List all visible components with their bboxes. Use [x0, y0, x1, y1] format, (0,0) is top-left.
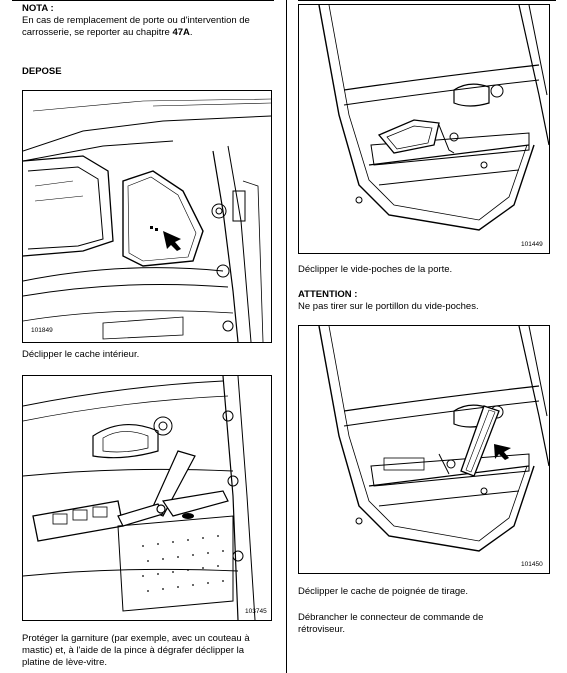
caption-2-line-3: platine de lève-vitre.	[22, 657, 108, 668]
caption-5-line-1: Débrancher le connecteur de commande de	[298, 612, 484, 623]
column-separator	[286, 0, 287, 673]
figure-platine-drawing	[23, 376, 256, 620]
nota-title: NOTA :	[22, 3, 54, 14]
depose-title: DEPOSE	[22, 66, 62, 77]
figure-number: 101450	[521, 561, 543, 568]
nota-line-2-text: carrosserie, se reporter au chapitre	[22, 27, 173, 38]
caption-cache-interieur: Déclipper le cache intérieur.	[22, 349, 140, 360]
figure-number: 101449	[521, 241, 543, 248]
nota-chapter-ref: 47A	[172, 27, 190, 38]
figure-poignee-tirage: 101450	[298, 325, 550, 574]
figure-vide-poches: 101449	[298, 4, 550, 254]
figure-number: 101849	[31, 327, 53, 334]
figure-cache-interieur-drawing	[23, 98, 271, 342]
caption-poignee-tirage: Déclipper le cache de poignée de tirage.	[298, 586, 469, 597]
figure-poignee-drawing	[318, 326, 549, 552]
attention-text: Ne pas tirer sur le portillon du vide-po…	[298, 301, 479, 312]
caption-vide-poches: Déclipper le vide-poches de la porte.	[298, 264, 453, 275]
figure-platine-leve-vitre: 103745	[22, 375, 272, 621]
caption-2-line-2: mastic) et, à l'aide de la pince à dégra…	[22, 645, 245, 656]
attention-title: ATTENTION :	[298, 289, 358, 300]
figure-number: 103745	[245, 608, 267, 615]
top-rule-left	[12, 0, 274, 1]
nota-line-1: En cas de remplacement de porte ou d'int…	[22, 15, 250, 26]
figure-cache-interieur: 101849	[22, 90, 272, 343]
figure-vide-poches-drawing	[318, 5, 549, 231]
nota-line-2: carrosserie, se reporter au chapitre 47A…	[22, 27, 193, 39]
caption-5-line-2: rétroviseur.	[298, 624, 345, 635]
caption-2-line-1: Protéger la garniture (par exemple, avec…	[22, 633, 250, 644]
nota-line-2-end: .	[189, 27, 193, 38]
top-rule-right	[298, 0, 556, 1]
